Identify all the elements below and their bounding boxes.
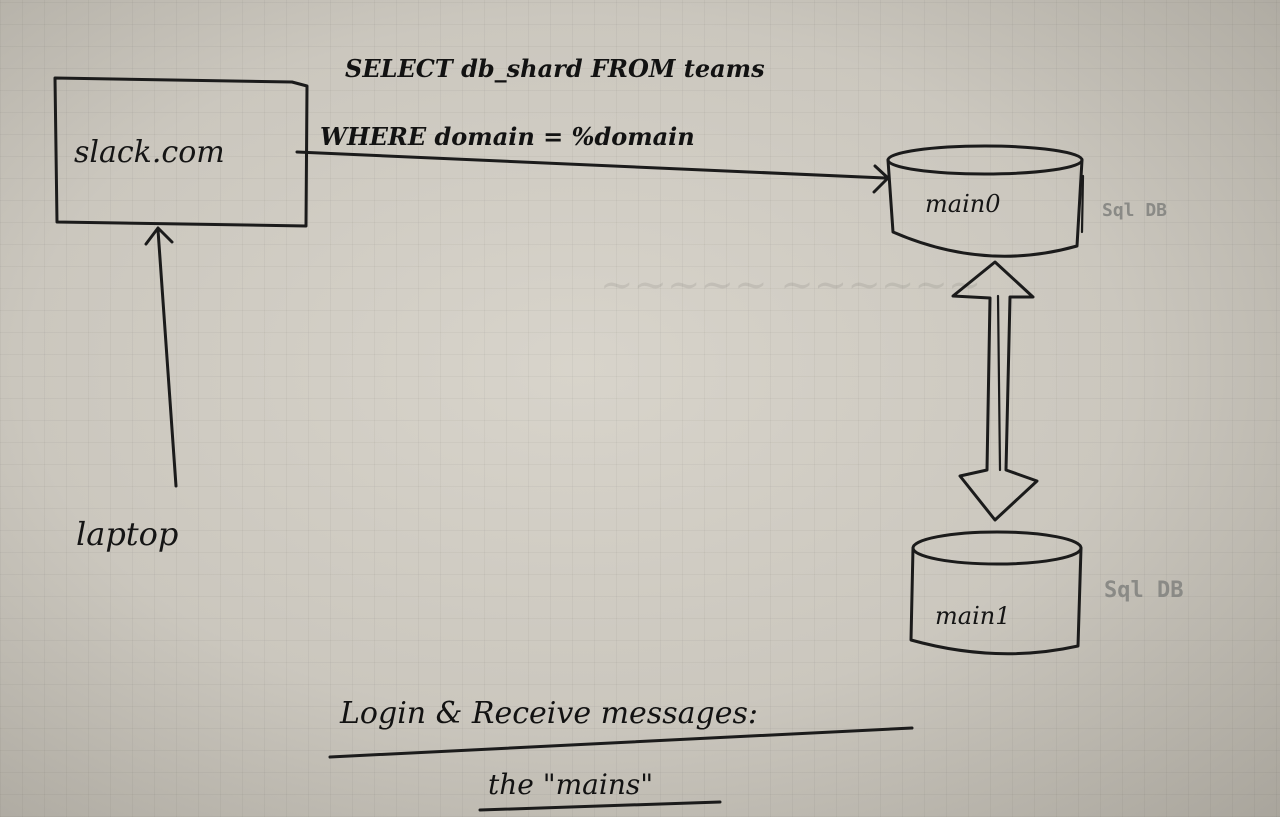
db-type-note-main0: Sql DB bbox=[1102, 200, 1168, 221]
subtitle-underline bbox=[478, 800, 722, 812]
db-type-note-main1: Sql DB bbox=[1104, 578, 1184, 603]
main1-cylinder bbox=[909, 530, 1083, 656]
query-arrow bbox=[295, 150, 890, 194]
laptop-label: laptop bbox=[76, 515, 179, 553]
title-underline bbox=[328, 726, 914, 759]
replication-arrow bbox=[951, 260, 1039, 522]
caption-subtitle: the "mains" bbox=[488, 768, 654, 801]
query-line-2: WHERE domain = %domain bbox=[320, 122, 695, 151]
slack-box bbox=[53, 76, 309, 228]
slack-label: slack.com bbox=[74, 135, 225, 170]
laptop-arrow bbox=[144, 226, 178, 488]
main1-label: main1 bbox=[935, 602, 1011, 630]
query-line-1: SELECT db_shard FROM teams bbox=[345, 54, 765, 83]
main0-cylinder bbox=[886, 144, 1085, 258]
caption-title: Login & Receive messages: bbox=[340, 696, 758, 731]
main0-label: main0 bbox=[925, 190, 1001, 218]
ghost-writing: ~~~~~ ~~~~~~ bbox=[600, 262, 982, 308]
